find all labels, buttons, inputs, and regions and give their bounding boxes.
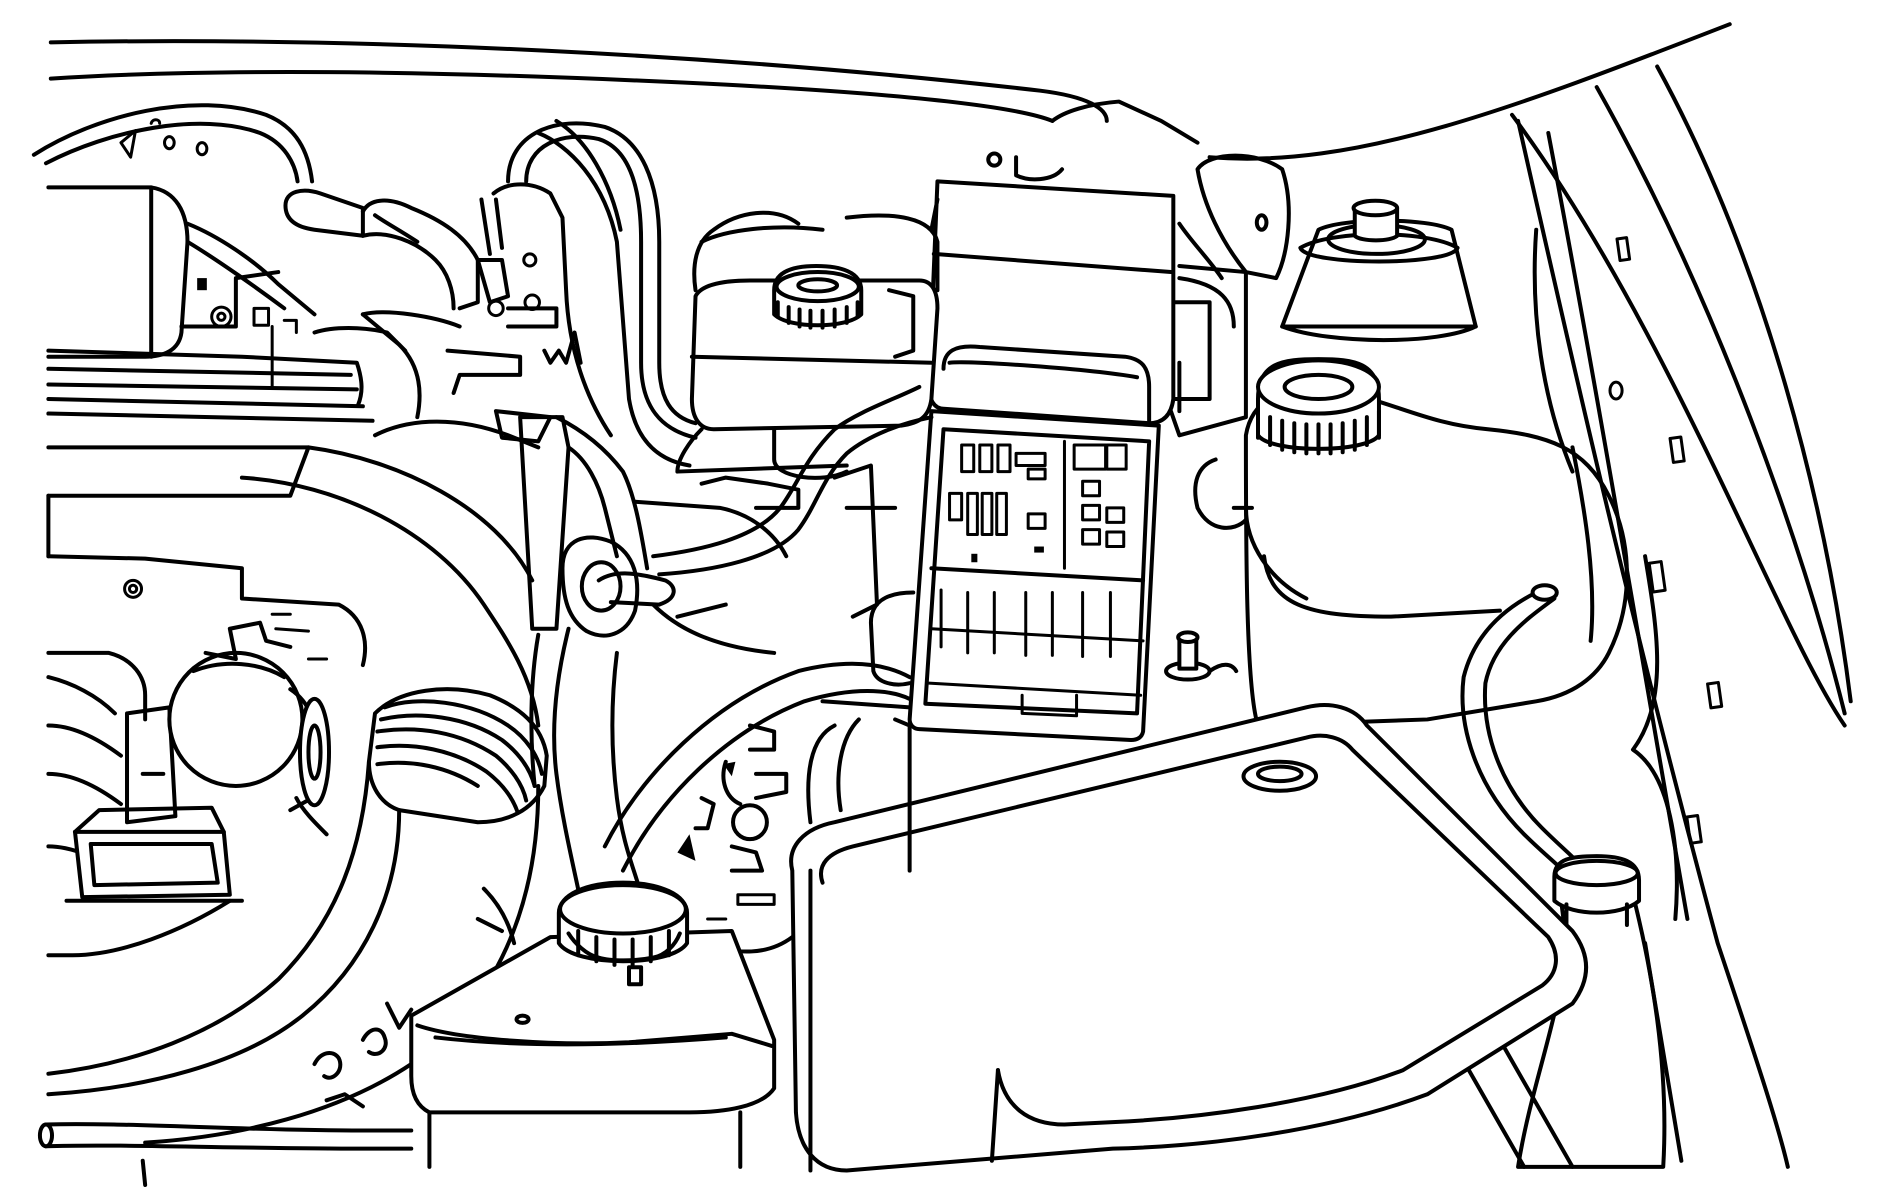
bottom-left-tube bbox=[40, 1124, 411, 1185]
strut-mount bbox=[1282, 201, 1476, 340]
main-wire-harness bbox=[635, 387, 931, 617]
fuse-box bbox=[871, 181, 1173, 740]
fender-slots bbox=[1610, 238, 1722, 844]
center-brackets bbox=[677, 725, 792, 951]
upper-left-hose bbox=[34, 105, 312, 291]
wiring-grommet bbox=[496, 411, 674, 635]
vacuum-hoses bbox=[481, 121, 695, 466]
washer-hose bbox=[1463, 585, 1588, 882]
lower-left-details bbox=[315, 889, 515, 1107]
brake-fluid-reservoir bbox=[677, 213, 937, 478]
relay-bracket bbox=[1171, 156, 1289, 436]
hood-edge bbox=[51, 24, 1730, 159]
throttle-body bbox=[48, 580, 329, 900]
battery-cover bbox=[791, 705, 1586, 1170]
air-intake-tube bbox=[48, 422, 538, 726]
reservoir-cap bbox=[1258, 359, 1379, 453]
intake-rails bbox=[48, 312, 459, 420]
brake-reservoir-cap bbox=[774, 266, 861, 328]
power-steering-reservoir bbox=[411, 931, 774, 1167]
misc-upper-hoses bbox=[702, 154, 1222, 357]
power-steering-cap bbox=[559, 883, 687, 985]
ground-stud bbox=[1166, 459, 1252, 679]
intake-coupling bbox=[369, 689, 547, 822]
heater-hoses bbox=[285, 191, 580, 417]
lower-center-hoses bbox=[531, 605, 909, 901]
